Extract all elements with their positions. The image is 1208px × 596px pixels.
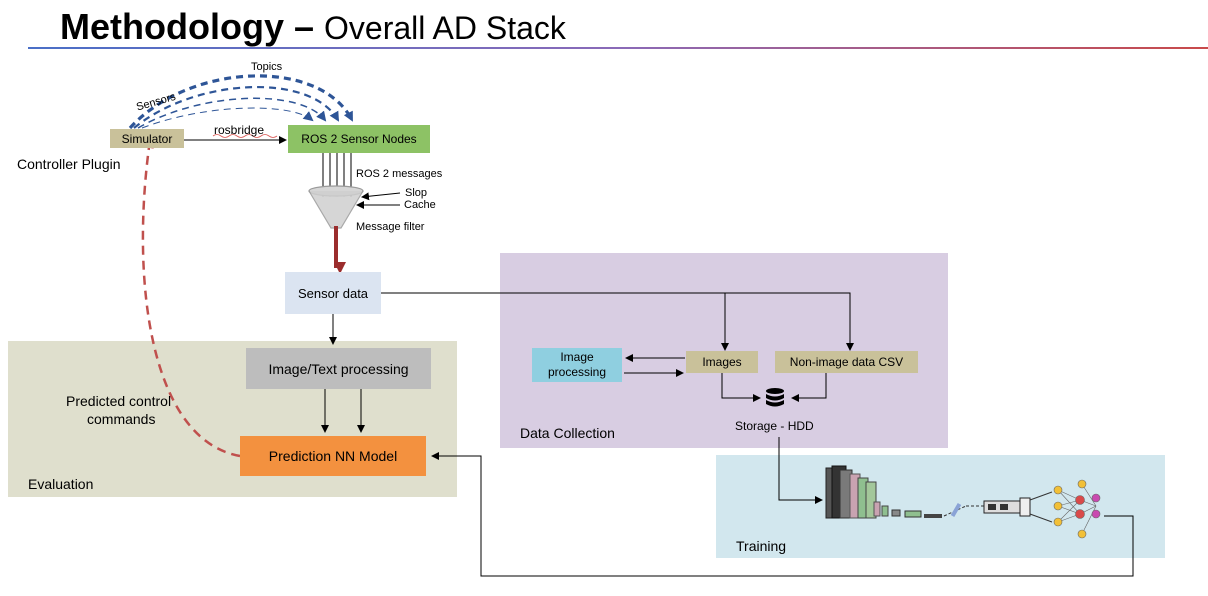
training-label: Training [736, 538, 787, 554]
predicted-commands-label-1: Predicted control [66, 393, 172, 409]
images-node: Images [686, 351, 758, 373]
image-text-processing-node: Image/Text processing [246, 348, 431, 389]
cache-label: Cache [404, 199, 436, 211]
csv-node: Non-image data CSV [775, 351, 918, 373]
neural-network-icon [1053, 479, 1101, 539]
title-bold: Methodology – [60, 6, 314, 47]
image-processing-node: Image processing [532, 348, 622, 382]
sensor-to-collection-lines [381, 292, 854, 351]
image-processing-label: Image processing [547, 350, 607, 379]
rosbridge-underline [212, 134, 278, 138]
csv-label: Non-image data CSV [789, 355, 904, 369]
ros-messages-label: ROS 2 messages [356, 168, 443, 180]
ros-sensor-nodes-node: ROS 2 Sensor Nodes [288, 125, 430, 153]
prediction-model-node: Prediction NN Model [240, 436, 426, 476]
storage-label: Storage - HDD [735, 419, 814, 433]
image-text-processing-label: Image/Text processing [268, 360, 409, 377]
message-filter-label: Message filter [356, 221, 425, 233]
funnel-icon [308, 185, 364, 229]
training-region [716, 455, 1165, 558]
controller-plugin-label: Controller Plugin [17, 156, 121, 172]
title-rule [28, 47, 1208, 49]
topics-arrows [128, 74, 354, 130]
ros-sensor-nodes-label: ROS 2 Sensor Nodes [301, 132, 417, 146]
images-to-storage-arrow [721, 373, 761, 402]
cnn-layers-icon [825, 465, 1053, 523]
title-rest: Overall AD Stack [324, 10, 566, 46]
page-title: Methodology – Overall AD Stack [60, 6, 566, 48]
training-to-model-arrow [431, 452, 1134, 577]
images-label: Images [702, 355, 742, 369]
simulator-label: Simulator [121, 131, 173, 146]
topics-label: Topics [251, 61, 283, 73]
slop-label: Slop [405, 187, 428, 199]
csv-to-storage-arrow [791, 373, 827, 402]
evaluation-label: Evaluation [28, 476, 94, 492]
control-commands-arrow [141, 138, 241, 458]
data-collection-label: Data Collection [520, 425, 615, 441]
slop-arrow [361, 192, 401, 201]
sensor-data-label: Sensor data [297, 285, 369, 301]
rosbridge-label: rosbridge [214, 123, 265, 137]
prediction-model-label: Prediction NN Model [268, 448, 398, 464]
simulator-node: Simulator [110, 129, 184, 148]
database-icon [766, 388, 784, 407]
storage-to-training-arrow [778, 437, 823, 504]
sensor-data-node: Sensor data [285, 272, 381, 314]
predicted-commands-label-2: commands [87, 411, 156, 427]
